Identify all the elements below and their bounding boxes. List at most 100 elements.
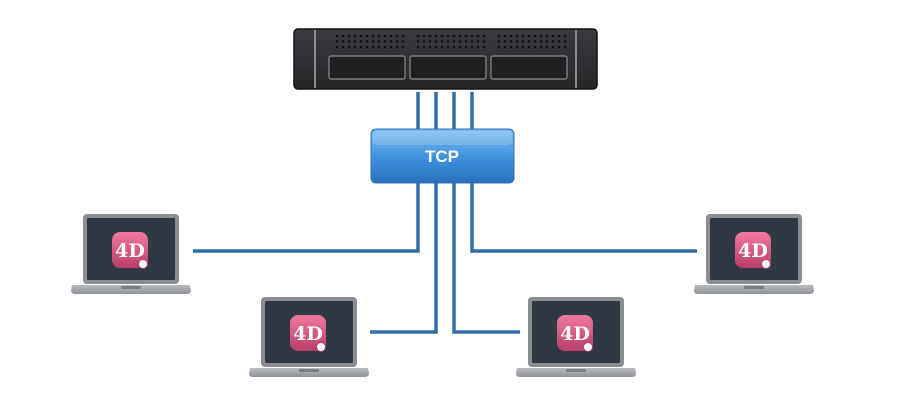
vent-hole: [335, 40, 339, 43]
server-drive-bay-3: [490, 55, 568, 80]
vent-hole: [416, 45, 420, 49]
vent-hole: [482, 40, 486, 43]
vent-hole: [527, 34, 531, 38]
vent-hole: [452, 34, 456, 38]
tcp-label: TCP: [425, 147, 459, 166]
vent-hole: [341, 40, 345, 43]
vent-hole: [458, 34, 462, 38]
vent-hole: [335, 45, 339, 49]
vent-hole: [476, 45, 480, 49]
vent-hole: [395, 40, 399, 43]
vent-hole: [365, 34, 369, 38]
vent-hole: [452, 45, 456, 49]
vent-hole: [365, 45, 369, 49]
vent-hole: [545, 34, 549, 38]
vent-hole: [503, 34, 507, 38]
vent-hole: [539, 45, 543, 49]
vent-hole: [440, 45, 444, 49]
vent-hole: [539, 34, 543, 38]
vent-hole: [395, 34, 399, 38]
vent-hole: [440, 40, 444, 43]
vent-hole: [452, 40, 456, 43]
vent-hole: [563, 45, 567, 49]
vent-hole: [458, 45, 462, 49]
vent-hole: [428, 45, 432, 49]
4d-logo-icon: 4D: [115, 240, 145, 262]
vent-hole: [377, 45, 381, 49]
vent-hole: [347, 40, 351, 43]
vent-hole: [515, 40, 519, 43]
client-laptop-right-top: 4D: [693, 213, 815, 295]
vent-hole: [464, 34, 468, 38]
vent-hole: [509, 34, 513, 38]
vent-hole: [446, 40, 450, 43]
vent-hole: [503, 40, 507, 43]
link-left-bottom: [370, 183, 438, 334]
vent-hole: [359, 40, 363, 43]
vent-hole: [464, 40, 468, 43]
vent-hole: [557, 40, 561, 43]
4d-logo-icon: 4D: [560, 323, 590, 345]
vent-hole: [509, 40, 513, 43]
vent-hole: [383, 40, 387, 43]
client-laptop-right-bottom: 4D: [515, 296, 637, 378]
vent-hole: [551, 40, 555, 43]
vent-hole: [434, 45, 438, 49]
vent-hole: [428, 40, 432, 43]
vent-hole: [521, 45, 525, 49]
vent-hole: [401, 40, 405, 43]
vent-hole: [476, 34, 480, 38]
vent-hole: [341, 34, 345, 38]
vent-hole: [509, 45, 513, 49]
4d-logo-icon: 4D: [293, 323, 323, 345]
vent-hole: [341, 45, 345, 49]
vent-hole: [434, 34, 438, 38]
vent-hole: [476, 40, 480, 43]
server-vent-holes: [335, 34, 567, 49]
vent-hole: [533, 45, 537, 49]
connection-lines: [193, 92, 697, 334]
vent-hole: [347, 45, 351, 49]
vent-hole: [497, 34, 501, 38]
vent-hole: [557, 45, 561, 49]
vent-hole: [401, 45, 405, 49]
link-left-top: [193, 183, 420, 253]
tcp-switch: TCP: [370, 128, 515, 184]
vent-hole: [563, 40, 567, 43]
vent-hole: [482, 45, 486, 49]
vent-hole: [335, 34, 339, 38]
vent-hole: [422, 34, 426, 38]
vent-hole: [359, 34, 363, 38]
vent-hole: [395, 45, 399, 49]
vent-hole: [482, 34, 486, 38]
vent-hole: [353, 34, 357, 38]
vent-hole: [497, 40, 501, 43]
vent-hole: [383, 45, 387, 49]
vent-hole: [533, 34, 537, 38]
vent-hole: [527, 45, 531, 49]
vent-hole: [464, 45, 468, 49]
server-drive-bay-1: [328, 55, 406, 80]
vent-hole: [389, 45, 393, 49]
link-right-bottom: [452, 183, 520, 334]
vent-hole: [533, 40, 537, 43]
vent-hole: [377, 40, 381, 43]
vent-hole: [458, 40, 462, 43]
vent-hole: [383, 34, 387, 38]
vent-hole: [521, 40, 525, 43]
vent-hole: [428, 34, 432, 38]
vent-hole: [389, 40, 393, 43]
vent-hole: [446, 34, 450, 38]
vent-hole: [389, 34, 393, 38]
vent-hole: [359, 45, 363, 49]
vent-hole: [563, 34, 567, 38]
link-right-top: [470, 183, 697, 253]
vent-hole: [365, 40, 369, 43]
vent-hole: [371, 34, 375, 38]
vent-hole: [470, 40, 474, 43]
vent-hole: [440, 34, 444, 38]
vent-hole: [551, 45, 555, 49]
vent-hole: [353, 45, 357, 49]
vent-hole: [347, 34, 351, 38]
vent-hole: [545, 45, 549, 49]
